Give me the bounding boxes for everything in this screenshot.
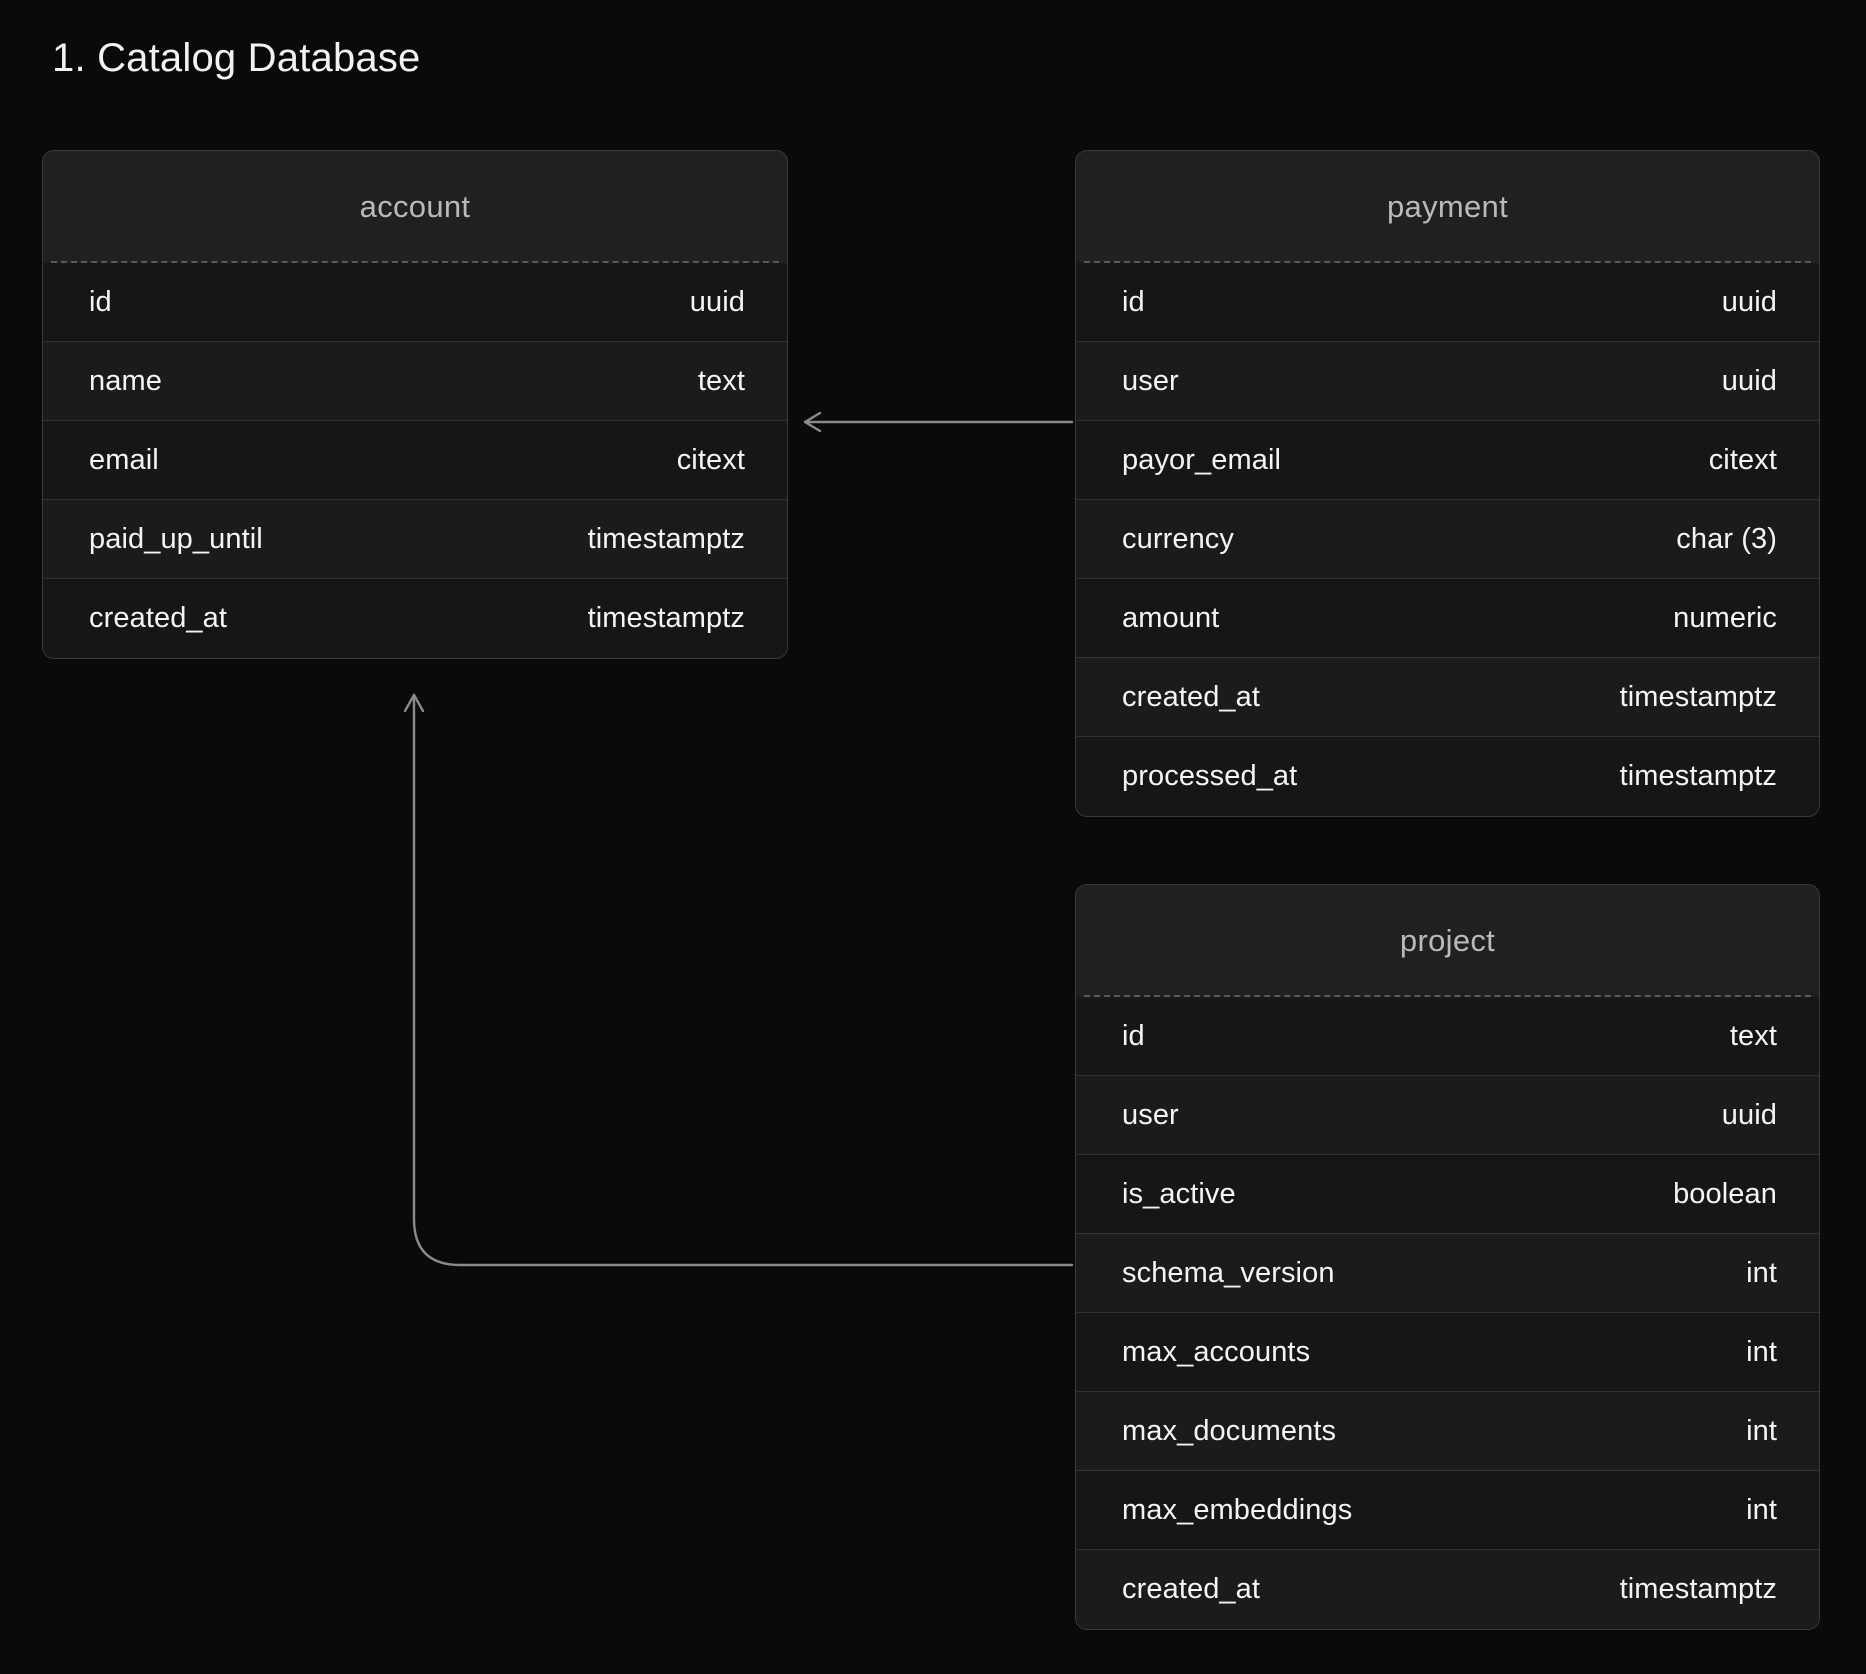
entity-title-project: project xyxy=(1076,885,1819,997)
relation-payment-to-account xyxy=(805,413,1072,431)
table-row[interactable]: created_at timestamptz xyxy=(43,579,787,658)
table-row[interactable]: name text xyxy=(43,342,787,421)
field-name: max_documents xyxy=(1122,1415,1336,1448)
field-name: id xyxy=(1122,1020,1145,1053)
field-name: payor_email xyxy=(1122,444,1281,477)
relation-project-to-account xyxy=(405,695,1072,1265)
field-name: email xyxy=(89,444,159,477)
table-row[interactable]: paid_up_until timestamptz xyxy=(43,500,787,579)
field-name: currency xyxy=(1122,523,1234,556)
field-name: id xyxy=(89,286,112,319)
table-row[interactable]: is_active boolean xyxy=(1076,1155,1819,1234)
field-name: schema_version xyxy=(1122,1257,1335,1290)
table-row[interactable]: user uuid xyxy=(1076,342,1819,421)
table-row[interactable]: max_embeddings int xyxy=(1076,1471,1819,1550)
field-type: timestamptz xyxy=(1620,760,1777,793)
entity-table-project[interactable]: project id text user uuid is_active bool… xyxy=(1075,884,1820,1630)
table-row[interactable]: created_at timestamptz xyxy=(1076,1550,1819,1629)
field-type: boolean xyxy=(1673,1178,1777,1211)
field-name: amount xyxy=(1122,602,1219,635)
field-name: created_at xyxy=(1122,1573,1260,1606)
table-row[interactable]: max_documents int xyxy=(1076,1392,1819,1471)
field-type: char (3) xyxy=(1676,523,1777,556)
field-type: int xyxy=(1746,1415,1777,1448)
entity-fields-project: id text user uuid is_active boolean sche… xyxy=(1076,997,1819,1629)
field-name: created_at xyxy=(89,602,227,635)
field-type: text xyxy=(698,365,745,398)
field-name: id xyxy=(1122,286,1145,319)
table-row[interactable]: user uuid xyxy=(1076,1076,1819,1155)
table-row[interactable]: processed_at timestamptz xyxy=(1076,737,1819,816)
table-row[interactable]: schema_version int xyxy=(1076,1234,1819,1313)
entity-fields-account: id uuid name text email citext paid_up_u… xyxy=(43,263,787,658)
field-name: user xyxy=(1122,365,1179,398)
field-type: timestamptz xyxy=(1620,681,1777,714)
field-type: uuid xyxy=(690,286,745,319)
entity-fields-payment: id uuid user uuid payor_email citext cur… xyxy=(1076,263,1819,816)
entity-title-payment: payment xyxy=(1076,151,1819,263)
field-type: citext xyxy=(677,444,745,477)
table-row[interactable]: id uuid xyxy=(43,263,787,342)
field-name: is_active xyxy=(1122,1178,1236,1211)
table-row[interactable]: amount numeric xyxy=(1076,579,1819,658)
field-type: uuid xyxy=(1722,286,1777,319)
table-row[interactable]: max_accounts int xyxy=(1076,1313,1819,1392)
field-name: created_at xyxy=(1122,681,1260,714)
table-row[interactable]: created_at timestamptz xyxy=(1076,658,1819,737)
field-type: uuid xyxy=(1722,1099,1777,1132)
table-row[interactable]: currency char (3) xyxy=(1076,500,1819,579)
field-name: paid_up_until xyxy=(89,523,263,556)
field-type: citext xyxy=(1709,444,1777,477)
field-type: int xyxy=(1746,1257,1777,1290)
field-type: int xyxy=(1746,1494,1777,1527)
field-type: uuid xyxy=(1722,365,1777,398)
entity-table-account[interactable]: account id uuid name text email citext p… xyxy=(42,150,788,659)
field-name: max_embeddings xyxy=(1122,1494,1352,1527)
field-type: int xyxy=(1746,1336,1777,1369)
field-name: name xyxy=(89,365,162,398)
field-type: timestamptz xyxy=(1620,1573,1777,1606)
field-name: user xyxy=(1122,1099,1179,1132)
field-name: processed_at xyxy=(1122,760,1297,793)
field-type: numeric xyxy=(1673,602,1777,635)
entity-title-account: account xyxy=(43,151,787,263)
field-type: timestamptz xyxy=(588,523,745,556)
table-row[interactable]: payor_email citext xyxy=(1076,421,1819,500)
page-title: 1. Catalog Database xyxy=(52,36,421,81)
field-type: text xyxy=(1730,1020,1777,1053)
field-type: timestamptz xyxy=(588,602,745,635)
table-row[interactable]: id uuid xyxy=(1076,263,1819,342)
table-row[interactable]: email citext xyxy=(43,421,787,500)
field-name: max_accounts xyxy=(1122,1336,1310,1369)
entity-table-payment[interactable]: payment id uuid user uuid payor_email ci… xyxy=(1075,150,1820,817)
table-row[interactable]: id text xyxy=(1076,997,1819,1076)
